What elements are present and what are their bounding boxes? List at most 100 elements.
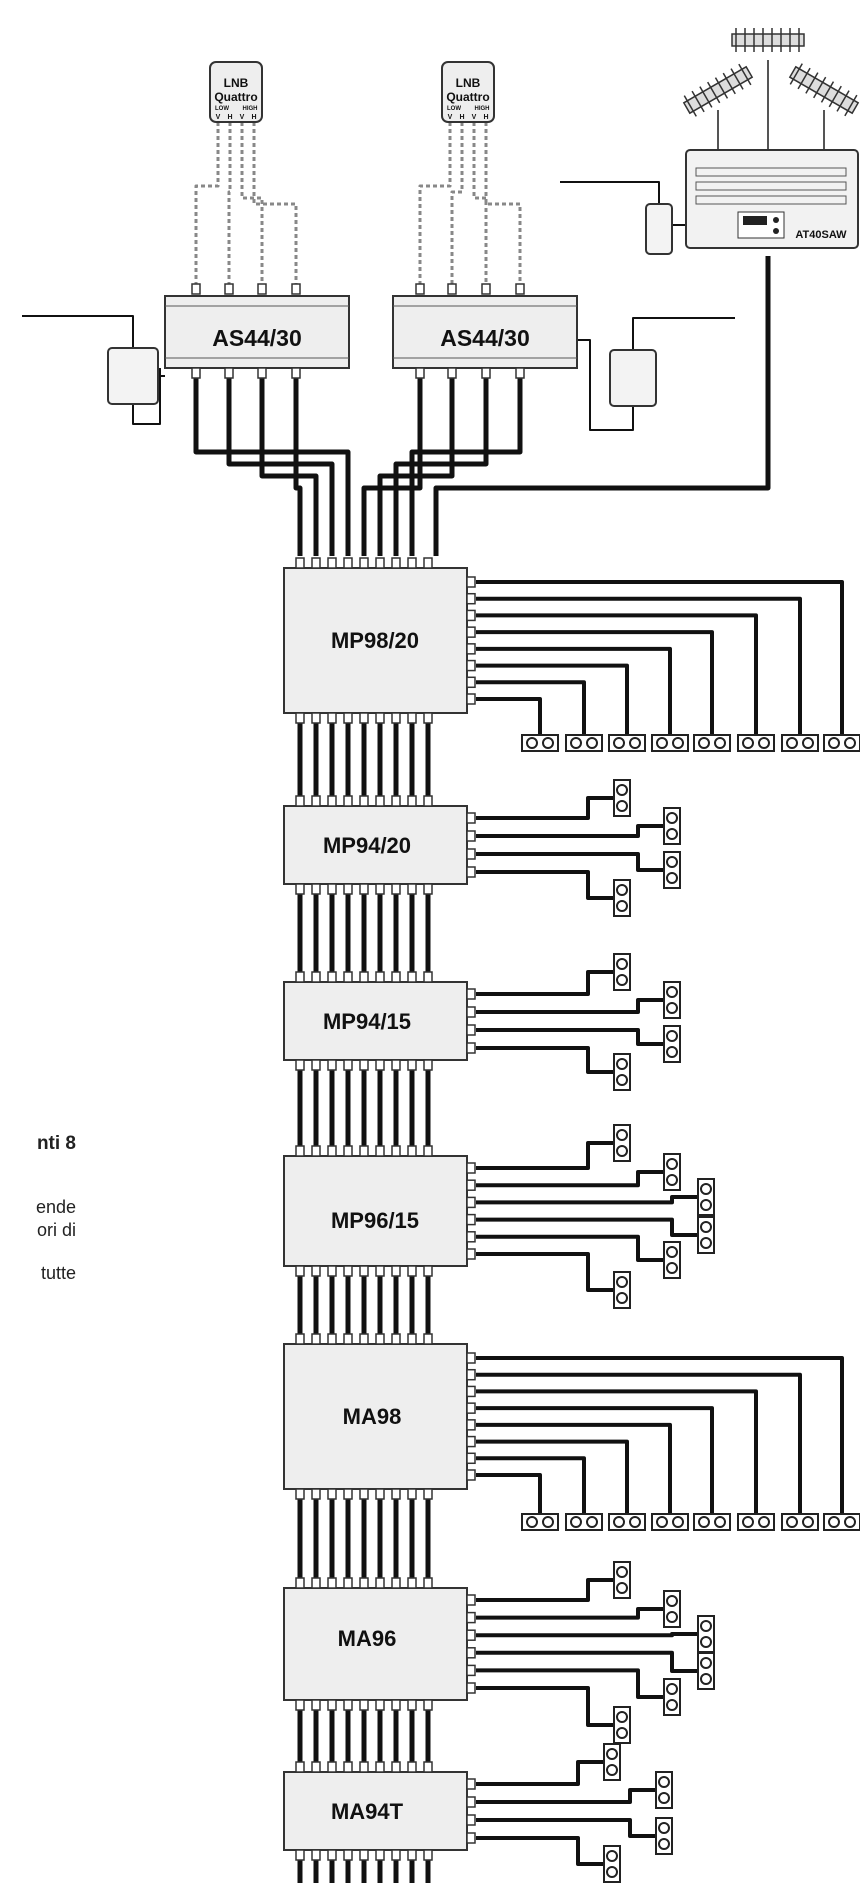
connector xyxy=(391,883,401,895)
connector xyxy=(375,795,385,807)
connector xyxy=(224,367,234,379)
outlet-port xyxy=(586,1516,598,1528)
cable xyxy=(476,1372,802,1514)
connector xyxy=(466,626,476,638)
connector xyxy=(423,1849,433,1861)
outlet-socket xyxy=(565,1513,603,1531)
connector xyxy=(359,1265,369,1277)
connector xyxy=(423,712,433,724)
outlet-port xyxy=(666,1246,678,1258)
outlet-socket xyxy=(693,734,731,752)
cable xyxy=(476,1607,664,1620)
outlet-socket xyxy=(663,1153,681,1191)
connector xyxy=(466,1629,476,1641)
connector xyxy=(407,712,417,724)
outlet-port xyxy=(606,1748,618,1760)
connector xyxy=(295,1849,305,1861)
outlet-port xyxy=(666,1699,678,1711)
connector xyxy=(295,557,305,569)
connector xyxy=(295,1145,305,1157)
connector xyxy=(257,283,267,295)
multiswitch-label: MA94T xyxy=(331,1799,404,1824)
outlet-port xyxy=(700,1673,712,1685)
connector xyxy=(311,1849,321,1861)
connector xyxy=(343,795,353,807)
connector xyxy=(515,367,525,379)
cable xyxy=(476,697,542,735)
outlet-port xyxy=(714,1516,726,1528)
outlet-port xyxy=(616,1058,628,1070)
cable xyxy=(240,122,264,284)
outlet-socket xyxy=(613,1124,631,1162)
connector xyxy=(407,1577,417,1589)
antenna-rod xyxy=(707,81,721,104)
outlet-socket xyxy=(608,1513,646,1531)
connector xyxy=(375,1761,385,1773)
connector xyxy=(466,592,476,605)
multiswitch-mp96-15: MP96/15 xyxy=(283,1155,468,1267)
connector xyxy=(423,1265,433,1277)
connector xyxy=(375,1699,385,1711)
connector xyxy=(191,283,201,295)
connector xyxy=(359,1761,369,1773)
outlet-port xyxy=(672,737,684,749)
connector xyxy=(391,712,401,724)
outlet-socket xyxy=(613,1561,631,1599)
terrestrial-amplifier: AT40SAW xyxy=(685,149,859,249)
connector xyxy=(191,367,201,379)
connector xyxy=(375,712,385,724)
connector xyxy=(343,971,353,983)
cable xyxy=(472,122,488,284)
outlet-port xyxy=(666,872,678,884)
cable xyxy=(377,378,455,556)
amplifier-as44-1: AS44/30 xyxy=(164,295,350,369)
outlet-port xyxy=(658,1822,670,1834)
outlet-socket xyxy=(613,879,631,917)
connector xyxy=(481,367,491,379)
outlet-socket xyxy=(823,1513,860,1531)
antenna-rod xyxy=(738,63,752,86)
cable xyxy=(476,1668,664,1699)
connector xyxy=(466,1042,476,1054)
outlet-port xyxy=(658,1838,670,1850)
connector xyxy=(295,1059,305,1071)
connector xyxy=(466,659,476,672)
connector xyxy=(391,1849,401,1861)
connector xyxy=(391,1333,401,1345)
connector xyxy=(466,830,476,842)
lnb-pol: V xyxy=(472,114,477,121)
connector xyxy=(391,1488,401,1500)
cable xyxy=(476,580,844,735)
multiswitch-mp98-20: MP98/20 xyxy=(283,567,468,714)
connector xyxy=(311,883,321,895)
connector xyxy=(466,609,476,622)
connector xyxy=(447,367,457,379)
outlet-port xyxy=(658,1776,670,1788)
outlet-socket xyxy=(823,734,860,752)
connector xyxy=(515,283,525,295)
connector xyxy=(311,971,321,983)
outlet-socket xyxy=(608,734,646,752)
cable xyxy=(476,1217,698,1237)
outlet-port xyxy=(616,958,628,970)
connector xyxy=(359,795,369,807)
connector xyxy=(327,795,337,807)
cable xyxy=(476,1234,664,1262)
cable xyxy=(476,796,614,820)
connector xyxy=(466,1179,476,1191)
connector xyxy=(466,848,476,860)
connector xyxy=(291,283,301,295)
outlet-port xyxy=(542,737,554,749)
connector xyxy=(423,1145,433,1157)
outlet-port xyxy=(526,1516,538,1528)
connector xyxy=(423,1059,433,1071)
connector xyxy=(466,1832,476,1844)
cable xyxy=(252,122,298,284)
cable xyxy=(259,378,319,556)
outlet-port xyxy=(613,737,625,749)
outlet-port xyxy=(844,1516,856,1528)
outlet-port xyxy=(666,1611,678,1623)
connector xyxy=(423,557,433,569)
connector xyxy=(327,557,337,569)
cable xyxy=(476,824,664,838)
